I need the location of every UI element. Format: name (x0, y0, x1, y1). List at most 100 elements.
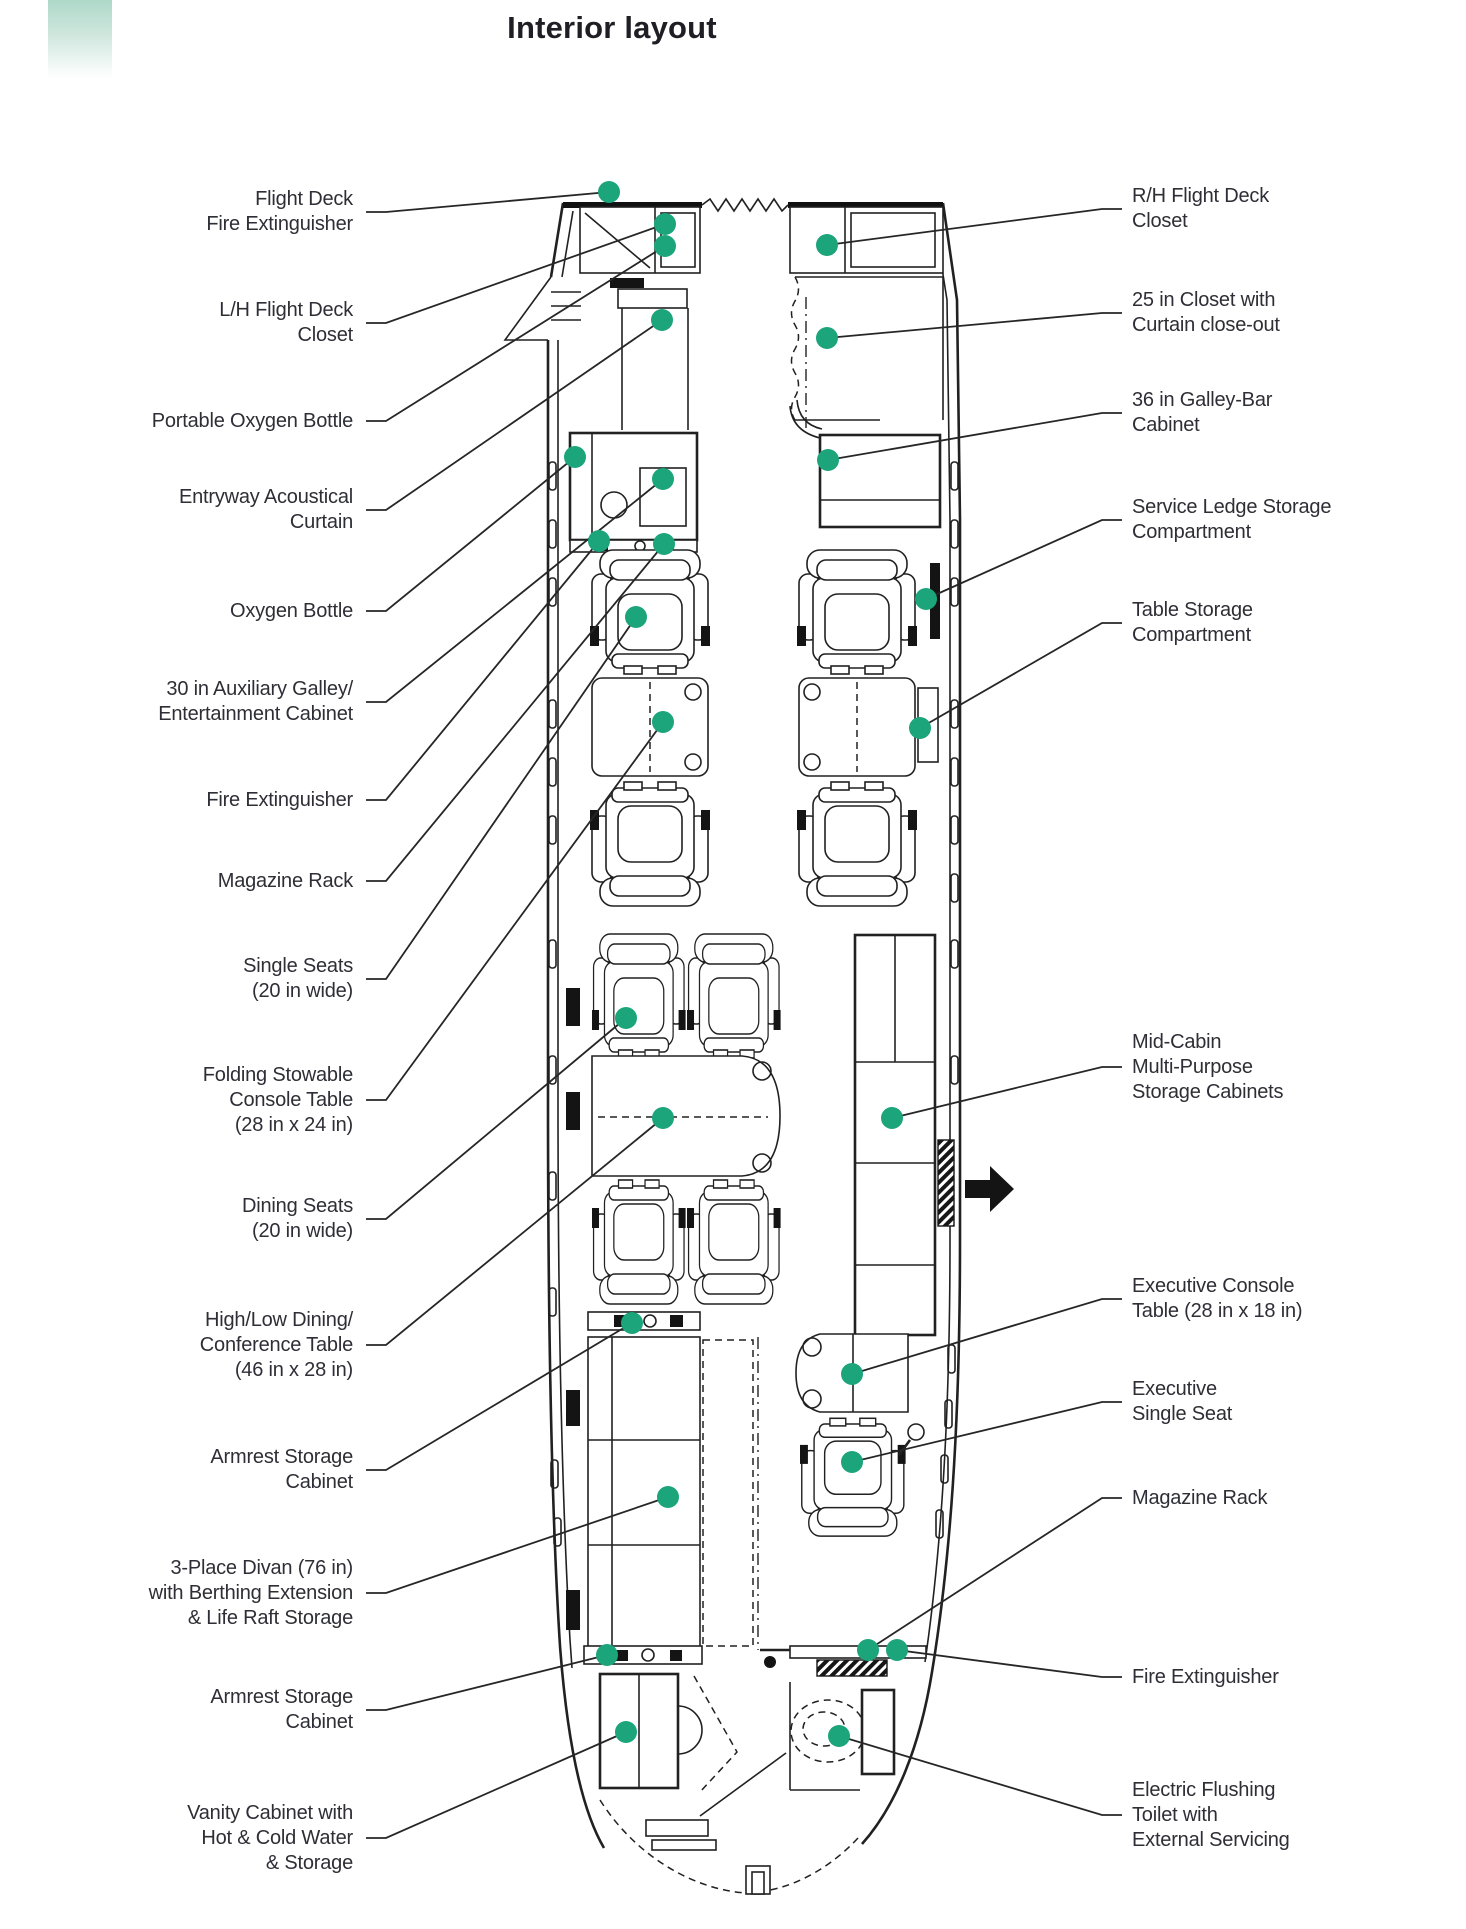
leader-line-dining-seats (366, 1017, 627, 1220)
page-title: Interior layout (507, 10, 717, 45)
callout-dot-entryway-acoustical-curtain (651, 309, 673, 331)
leader-line-magazine-rack-forward (366, 543, 665, 882)
callout-label-galley-bar-cabinet-36in: 36 in Galley-Bar Cabinet (1132, 389, 1273, 436)
passenger-seat (796, 549, 918, 675)
three-place-divan (587, 1336, 759, 1651)
leader-line-three-place-divan (366, 1496, 669, 1594)
callout-dot-rh-flight-deck-closet (816, 234, 838, 256)
callout-label-electric-flushing-toilet: Electric Flushing Toilet with External S… (1132, 1778, 1290, 1851)
passenger-seat (796, 781, 918, 907)
callout-dot-folding-stowable-console-table (652, 711, 674, 733)
toilet (789, 1682, 896, 1791)
leader-line-table-storage-compartment (919, 622, 1122, 729)
callout-dot-mid-cabin-storage-cabinets (881, 1107, 903, 1129)
exit-arrow-icon (965, 1166, 1014, 1212)
callout-dot-flight-deck-fire-extinguisher (598, 181, 620, 203)
callout-label-single-seats: Single Seats (20 in wide) (243, 955, 353, 1002)
dining-section (591, 933, 937, 1337)
leader-line-executive-console-table (851, 1298, 1122, 1375)
callout-dot-armrest-storage-cabinet-aft (596, 1644, 618, 1666)
callout-label-vanity-cabinet: Vanity Cabinet with Hot & Cold Water & S… (187, 1801, 353, 1874)
console-table-left (591, 677, 709, 777)
callout-label-three-place-divan: 3-Place Divan (76 in) with Berthing Exte… (148, 1556, 354, 1629)
callout-label-table-storage-compartment: Table Storage Compartment (1132, 599, 1253, 646)
executive-single-seat (799, 1417, 907, 1537)
callout-dot-fire-extinguisher-forward (588, 530, 610, 552)
callout-dot-three-place-divan (657, 1486, 679, 1508)
callout-dot-electric-flushing-toilet (828, 1725, 850, 1747)
callout-dot-oxygen-bottle (564, 446, 586, 468)
callout-label-fire-extinguisher-aft: Fire Extinguisher (1132, 1665, 1279, 1688)
leader-line-vanity-cabinet (366, 1731, 627, 1839)
callout-dot-lh-flight-deck-closet (654, 213, 676, 235)
callout-label-armrest-storage-cabinet-aft: Armrest Storage Cabinet (210, 1686, 353, 1733)
callout-label-closet-25in-curtain: 25 in Closet with Curtain close-out (1132, 289, 1280, 336)
callout-dot-service-ledge-storage (915, 588, 937, 610)
callout-label-dining-seats: Dining Seats (20 in wide) (242, 1195, 353, 1242)
aft-section (583, 1311, 927, 1851)
dining-seat (686, 1179, 782, 1305)
callout-label-executive-single-seat: Executive Single Seat (1132, 1378, 1233, 1425)
callout-dot-fire-extinguisher-aft (886, 1639, 908, 1661)
armrest-storage-strip-forward (587, 1311, 701, 1331)
leader-line-magazine-rack-aft (867, 1497, 1122, 1651)
auxiliary-galley (568, 431, 699, 553)
conference-table (591, 1055, 781, 1177)
callout-dot-high-low-dining-conference-table (652, 1107, 674, 1129)
callout-dot-armrest-storage-cabinet-forward (621, 1312, 643, 1334)
leader-line-lh-flight-deck-closet (366, 223, 666, 324)
leader-line-entryway-acoustical-curtain (366, 319, 663, 511)
callout-dot-executive-console-table (841, 1363, 863, 1385)
leader-line-oxygen-bottle (366, 456, 576, 612)
leader-line-armrest-storage-cabinet-aft (366, 1654, 608, 1711)
leader-line-closet-25in-curtain (826, 312, 1122, 339)
callout-dot-portable-oxygen-bottle (654, 235, 676, 257)
leader-line-fire-extinguisher-forward (366, 540, 600, 801)
leader-line-portable-oxygen-bottle (366, 245, 666, 422)
leader-line-executive-single-seat (851, 1401, 1122, 1463)
callout-dot-magazine-rack-forward (653, 533, 675, 555)
leader-line-rh-flight-deck-closet (826, 208, 1122, 246)
callout-dot-table-storage-compartment (909, 717, 931, 739)
leader-line-armrest-storage-cabinet-forward (366, 1322, 633, 1471)
leader-line-single-seats (366, 616, 637, 980)
dining-seat (686, 933, 782, 1059)
leader-line-folding-stowable-console-table (366, 721, 664, 1101)
callout-dot-magazine-rack-aft (857, 1639, 879, 1661)
leader-line-galley-bar-cabinet-36in (827, 412, 1122, 461)
callout-dot-auxiliary-galley-cabinet (652, 468, 674, 490)
leader-line-mid-cabin-storage-cabinets (891, 1066, 1122, 1119)
callout-dot-vanity-cabinet (615, 1721, 637, 1743)
callout-label-folding-stowable-console-table: Folding Stowable Console Table (28 in x … (202, 1063, 353, 1136)
callout-label-magazine-rack-aft: Magazine Rack (1132, 1486, 1268, 1509)
callout-dot-closet-25in-curtain (816, 327, 838, 349)
leader-line-auxiliary-galley-cabinet (366, 478, 664, 703)
callout-label-portable-oxygen-bottle: Portable Oxygen Bottle (151, 409, 353, 432)
cabin-windows (548, 461, 959, 1630)
callout-dots (564, 181, 937, 1747)
leader-line-flight-deck-fire-extinguisher (366, 191, 610, 213)
console-table-right (798, 677, 916, 777)
forward-club-section (589, 549, 918, 907)
flight-deck-closets (563, 197, 944, 529)
callout-label-flight-deck-fire-extinguisher: Flight Deck Fire Extinguisher (206, 188, 353, 235)
callout-label-entryway-acoustical-curtain: Entryway Acoustical Curtain (178, 486, 353, 533)
callout-label-rh-flight-deck-closet: R/H Flight Deck Closet (1132, 185, 1270, 232)
callout-dot-dining-seats (615, 1007, 637, 1029)
callout-label-high-low-dining-conference-table: High/Low Dining/ Conference Table (46 in… (199, 1308, 353, 1381)
passenger-seat (589, 781, 711, 907)
callout-label-armrest-storage-cabinet-forward: Armrest Storage Cabinet (210, 1446, 353, 1493)
callout-label-service-ledge-storage: Service Ledge Storage Compartment (1132, 496, 1332, 543)
callout-label-magazine-rack-forward: Magazine Rack (217, 869, 353, 892)
leader-line-high-low-dining-conference-table (366, 1117, 664, 1346)
dining-seat (591, 933, 687, 1059)
leader-line-service-ledge-storage (925, 519, 1122, 600)
callout-dot-executive-single-seat (841, 1451, 863, 1473)
callout-label-executive-console-table: Executive Console Table (28 in x 18 in) (1132, 1275, 1303, 1322)
vanity-cabinet (598, 1672, 703, 1790)
callout-label-mid-cabin-storage-cabinets: Mid-Cabin Multi-Purpose Storage Cabinets (1132, 1030, 1284, 1103)
callout-dot-galley-bar-cabinet-36in (817, 449, 839, 471)
callout-leader-lines (366, 191, 1122, 1839)
